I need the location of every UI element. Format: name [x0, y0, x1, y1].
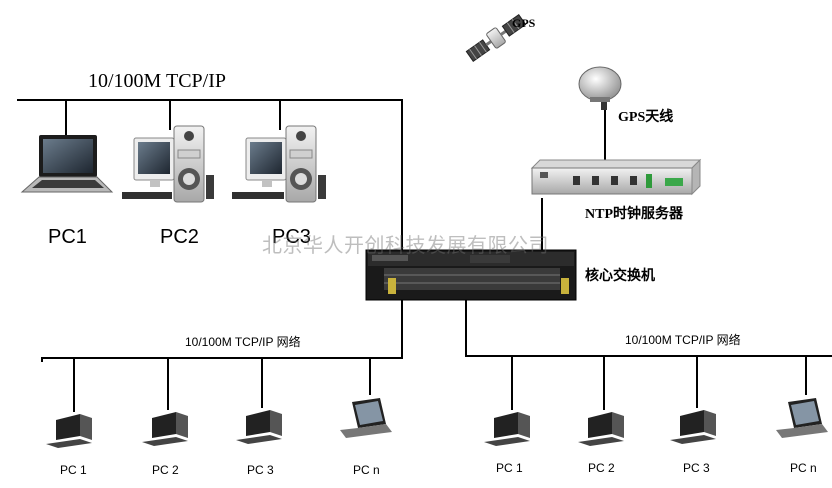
left-bus-line	[41, 300, 403, 362]
desktop-pc-icon	[122, 125, 214, 203]
gps-label: GPS	[512, 16, 536, 30]
left-client-label: PC n	[353, 463, 380, 477]
right-client-label: PC n	[790, 461, 817, 475]
top-pc-label: PC3	[272, 226, 311, 248]
gps-antenna-icon	[578, 66, 622, 110]
right-bus-line	[465, 298, 832, 357]
top-pc-label: PC2	[160, 226, 199, 248]
left-client-label: PC 2	[152, 463, 179, 477]
workstation-icon	[142, 412, 188, 446]
right-client-label: PC 1	[496, 461, 523, 475]
connection-lines	[17, 99, 832, 412]
top-bus-line	[17, 99, 403, 258]
core-switch-icon	[365, 249, 577, 301]
desktop-pc-icon	[232, 125, 326, 203]
core-switch-label: 核心交换机	[585, 269, 655, 284]
workstation-icon	[46, 414, 92, 448]
laptop-icon	[20, 135, 114, 193]
ntp-server-label: NTP时钟服务器	[585, 207, 683, 222]
watermark-text: 北京华人开创科技发展有限公司	[262, 235, 549, 257]
left-network-label: 10/100M TCP/IP 网络	[185, 335, 301, 349]
left-client-label: PC 3	[247, 463, 274, 477]
workstation-icon	[484, 412, 530, 446]
left-client-label: PC 1	[60, 463, 87, 477]
right-client-label: PC 3	[683, 461, 710, 475]
ntp-server-icon	[530, 158, 702, 196]
small-laptop-icon	[776, 398, 828, 438]
gps-satellite-icon	[465, 14, 527, 62]
top-pc-label: PC1	[48, 226, 87, 248]
right-network-label: 10/100M TCP/IP 网络	[625, 333, 741, 347]
workstation-icon	[578, 412, 624, 446]
workstation-icon	[670, 410, 716, 444]
gps-antenna-label: GPS天线	[618, 110, 674, 125]
right-client-label: PC 2	[588, 461, 615, 475]
top-network-label: 10/100M TCP/IP	[88, 70, 226, 92]
workstation-icon	[236, 410, 282, 444]
small-laptop-icon	[340, 398, 392, 438]
